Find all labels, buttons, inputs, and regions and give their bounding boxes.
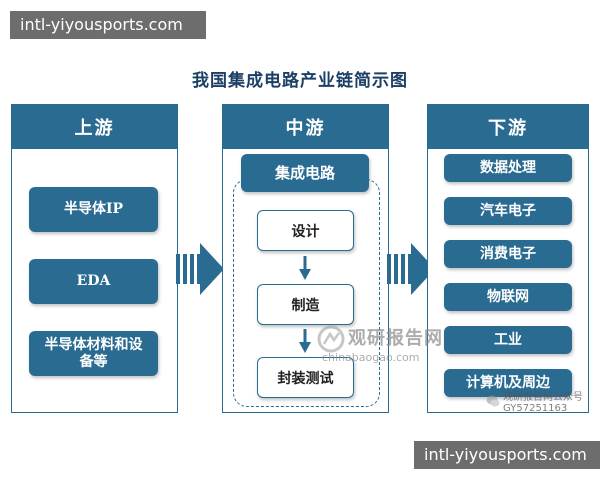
upstream-panel: 上游 半导体IP EDA 半导体材料和设备等 [11, 104, 178, 413]
midstream-step: 封装测试 [257, 357, 354, 398]
diagram-title: 我国集成电路产业链简示图 [192, 71, 408, 91]
watermark-corner-line1: 观研报告网公众号 [503, 392, 583, 403]
upstream-item: 半导体IP [29, 187, 158, 232]
downstream-panel: 下游 数据处理 汽车电子 消费电子 物联网 工业 计算机及周边 [427, 104, 589, 413]
downstream-item: 汽车电子 [444, 197, 572, 225]
downstream-header: 下游 [428, 105, 588, 149]
downstream-item: 计算机及周边 [444, 369, 572, 397]
midstream-step: 设计 [257, 210, 354, 251]
upstream-item: EDA [29, 259, 158, 304]
midstream-step: 制造 [257, 284, 354, 325]
watermark-domain: chinabaogao.com [322, 351, 420, 364]
midstream-group-label: 集成电路 [241, 154, 369, 192]
watermark-text: 观研报告网 [348, 328, 443, 349]
downstream-item: 数据处理 [444, 154, 572, 182]
step-arrow-down-icon [299, 256, 311, 280]
step-arrow-down-icon [299, 329, 311, 353]
flow-arrow-mid-to-down [387, 243, 435, 295]
flow-arrow-up-to-mid [176, 243, 224, 295]
downstream-item: 工业 [444, 326, 572, 354]
downstream-item: 消费电子 [444, 240, 572, 268]
midstream-header: 中游 [223, 105, 388, 149]
upstream-item: 半导体材料和设备等 [29, 331, 158, 376]
wechat-icon [486, 395, 500, 407]
watermark-corner-text: 观研报告网公众号 GY57251163 [503, 392, 583, 414]
watermark-corner-line2: GY57251163 [503, 403, 568, 414]
upstream-header: 上游 [12, 105, 177, 149]
downstream-item: 物联网 [444, 283, 572, 311]
url-overlay-top: intl-yiyousports.com [10, 11, 206, 39]
url-overlay-bottom: intl-yiyousports.com [414, 441, 600, 469]
watermark-logo-icon [317, 325, 345, 353]
